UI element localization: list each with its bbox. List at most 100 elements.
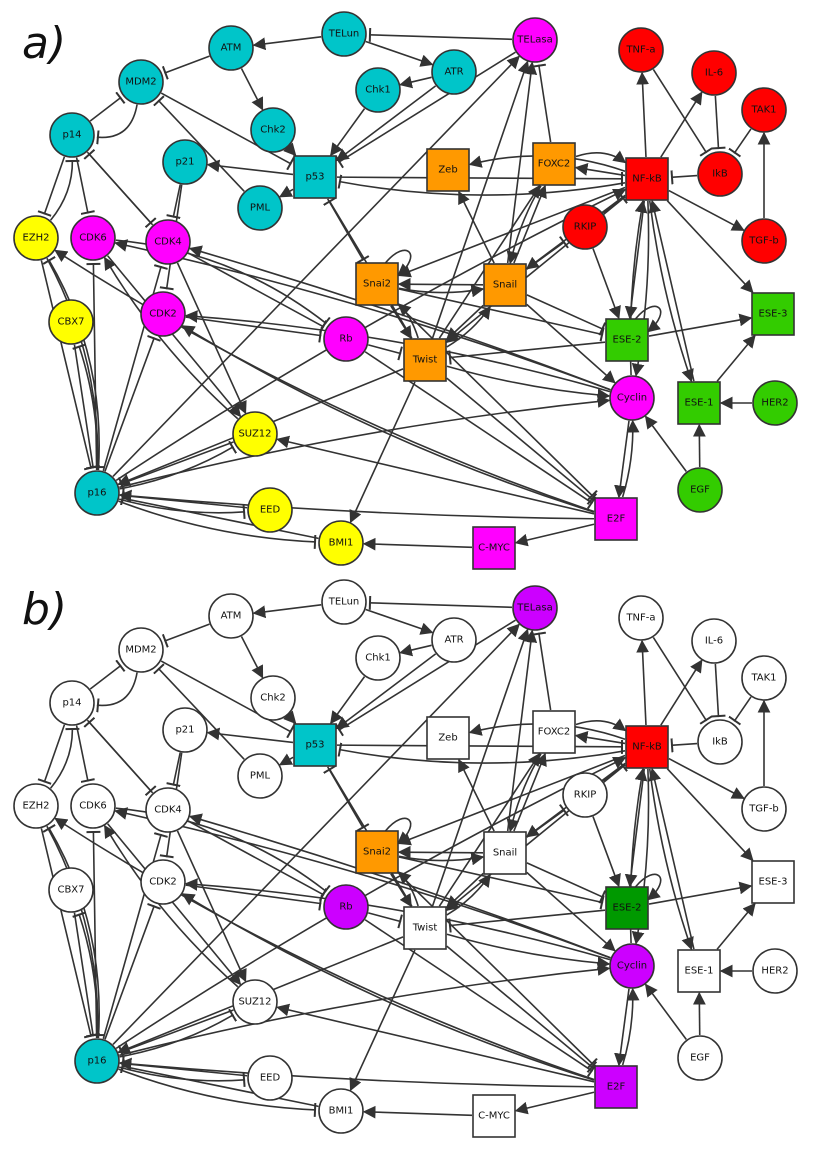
node-atm[interactable]: ATM [208,593,254,639]
node-ezh2[interactable]: EZH2 [13,783,59,829]
node-rkip[interactable]: RKIP [562,204,608,250]
node-cbx7[interactable]: CBX7 [48,299,94,345]
node-ese2[interactable]: ESE-2 [605,886,649,930]
node-mdm2[interactable]: MDM2 [118,59,164,105]
node-tgfb[interactable]: TGF-b [741,786,787,832]
node-cdk2[interactable]: CDK2 [140,859,186,905]
node-cmyc[interactable]: C-MYC [472,1094,516,1138]
node-foxc2[interactable]: FOXC2 [532,142,576,186]
node-nfkb[interactable]: NF-kB [625,725,669,769]
node-zeb[interactable]: Zeb [426,716,470,760]
node-shape [237,185,283,231]
node-nfkb[interactable]: NF-kB [625,157,669,201]
node-snai2[interactable]: Snai2 [355,262,399,306]
node-e2f[interactable]: E2F [594,497,638,541]
node-bmi1[interactable]: BMI1 [318,520,364,566]
node-cdk2[interactable]: CDK2 [140,291,186,337]
node-twist[interactable]: Twist [403,906,447,950]
edge-ESE2-self [634,873,662,901]
node-atm[interactable]: ATM [208,25,254,71]
node-eed[interactable]: EED [247,487,293,533]
edge-p53-PML [278,185,294,198]
node-shape [697,151,743,197]
node-ese3[interactable]: ESE-3 [751,292,795,336]
node-ese1[interactable]: ESE-1 [677,949,721,993]
edge-SUZ12-CDK6 [104,256,239,420]
node-telasa[interactable]: TELasa [512,17,558,63]
node-suz12[interactable]: SUZ12 [232,411,278,457]
node-tnfa[interactable]: TNF-a [618,595,664,641]
node-mdm2[interactable]: MDM2 [118,627,164,673]
node-p16[interactable]: p16 [74,470,120,516]
node-rb[interactable]: Rb [323,316,369,362]
edge-p16-BMI1 [118,1068,317,1117]
node-e2f[interactable]: E2F [594,1065,638,1109]
edge-p16-CDK2 [104,335,161,472]
node-zeb[interactable]: Zeb [426,148,470,192]
node-snai2[interactable]: Snai2 [355,830,399,874]
node-her2[interactable]: HER2 [752,948,798,994]
node-her2[interactable]: HER2 [752,380,798,426]
edge-E2F-Cyclin [621,419,640,498]
node-rb[interactable]: Rb [323,884,369,930]
node-telun[interactable]: TELun [321,579,367,625]
node-rkip[interactable]: RKIP [562,772,608,818]
node-ikb[interactable]: IkB [697,719,743,765]
node-p16[interactable]: p16 [74,1038,120,1084]
node-cbx7[interactable]: CBX7 [48,867,94,913]
node-p14[interactable]: p14 [49,112,95,158]
edge-EZH2-p14 [49,727,80,789]
node-telasa[interactable]: TELasa [512,585,558,631]
node-shape [318,520,364,566]
edge-E2F-EZH2 [54,249,595,513]
node-cdk4[interactable]: CDK4 [145,787,191,833]
node-pml[interactable]: PML [237,185,283,231]
node-tnfa[interactable]: TNF-a [618,27,664,73]
node-ikb[interactable]: IkB [697,151,743,197]
node-cdk6[interactable]: CDK6 [70,783,116,829]
node-chk2[interactable]: Chk2 [250,107,296,153]
node-chk1[interactable]: Chk1 [355,635,401,681]
node-cyclin[interactable]: Cyclin [609,375,655,421]
node-cmyc[interactable]: C-MYC [472,526,516,570]
edge-p16-NFkB [115,757,627,1050]
node-egf[interactable]: EGF [677,467,723,513]
node-bmi1[interactable]: BMI1 [318,1088,364,1134]
node-tgfb[interactable]: TGF-b [741,218,787,264]
node-il6[interactable]: IL-6 [691,618,737,664]
edge-p53-p21 [206,159,294,176]
node-p53[interactable]: p53 [293,155,337,199]
edge-ESE2-ESE3 [648,313,753,337]
node-tak1[interactable]: TAK1 [741,87,787,133]
edge-SUZ12-p16 [117,441,234,491]
node-p21[interactable]: p21 [162,707,208,753]
node-foxc2[interactable]: FOXC2 [532,710,576,754]
node-pml[interactable]: PML [237,753,283,799]
edge-Snail-Cyclin [526,871,616,952]
node-cyclin[interactable]: Cyclin [609,943,655,989]
node-twist[interactable]: Twist [403,338,447,382]
node-eed[interactable]: EED [247,1055,293,1101]
node-p53[interactable]: p53 [293,723,337,767]
node-snail[interactable]: Snail [483,831,527,875]
node-atr[interactable]: ATR [431,49,477,95]
node-snail[interactable]: Snail [483,263,527,307]
node-ese3[interactable]: ESE-3 [751,860,795,904]
node-chk1[interactable]: Chk1 [355,67,401,113]
node-p14[interactable]: p14 [49,680,95,726]
node-ese2[interactable]: ESE-2 [605,318,649,362]
node-cdk4[interactable]: CDK4 [145,219,191,265]
node-il6[interactable]: IL-6 [691,50,737,96]
node-tak1[interactable]: TAK1 [741,655,787,701]
node-chk2[interactable]: Chk2 [250,675,296,721]
node-telun[interactable]: TELun [321,11,367,57]
node-p21[interactable]: p21 [162,139,208,185]
node-label: TNF-a [625,45,655,56]
node-atr[interactable]: ATR [431,617,477,663]
node-suz12[interactable]: SUZ12 [232,979,278,1025]
node-label: CDK2 [149,877,177,888]
node-ese1[interactable]: ESE-1 [677,381,721,425]
node-egf[interactable]: EGF [677,1035,723,1081]
node-cdk6[interactable]: CDK6 [70,215,116,261]
node-ezh2[interactable]: EZH2 [13,215,59,261]
